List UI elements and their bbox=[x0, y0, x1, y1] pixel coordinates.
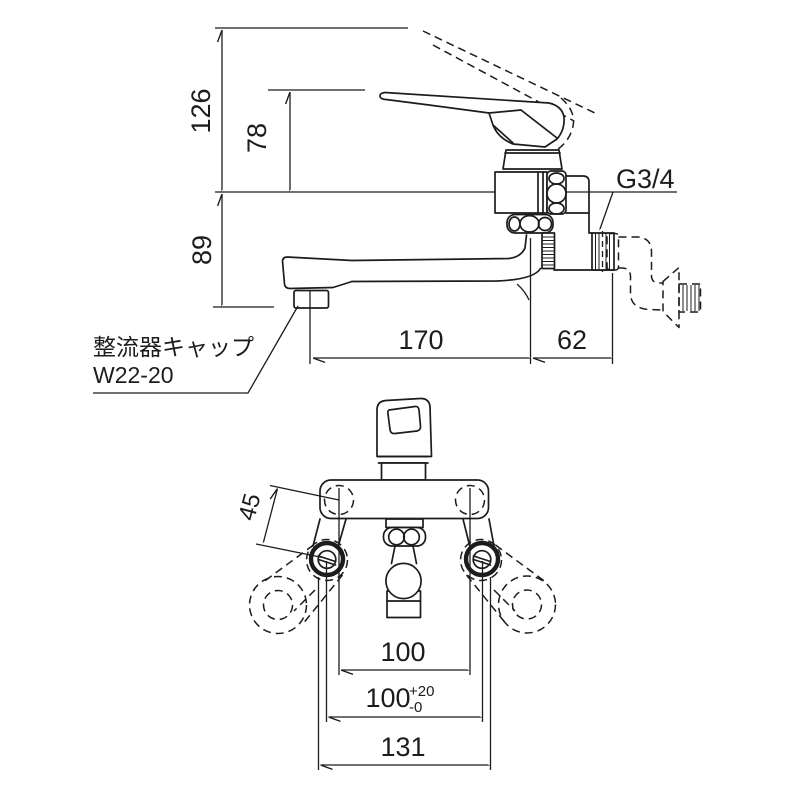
wall-elbow-ghost-inner bbox=[618, 267, 664, 311]
ext-line-45-upper bbox=[269, 484, 340, 501]
mount-hole-left-ghost bbox=[323, 484, 355, 516]
joint-ellipse-bottom bbox=[548, 202, 565, 215]
crank-pipe-ghost-right-tangents bbox=[465, 544, 548, 626]
dim-131-label: 131 bbox=[380, 732, 425, 762]
nut-circle-right bbox=[537, 216, 553, 232]
handle-neck-ring bbox=[377, 455, 429, 464]
wall-thread-ridges bbox=[595, 233, 610, 270]
ext-line-45-lower bbox=[255, 543, 326, 559]
crank-pipe-ghost-left-tangents bbox=[261, 544, 344, 626]
spout-nut-circle-right bbox=[402, 528, 421, 546]
lever-hub-crease bbox=[488, 109, 558, 139]
dim-170-label: 170 bbox=[398, 325, 443, 355]
pipe-bend-contour bbox=[516, 283, 530, 301]
dim-78-label: 78 bbox=[242, 123, 272, 153]
handle-base bbox=[380, 462, 427, 481]
dim-100-label: 100 bbox=[380, 637, 425, 667]
aerator-leader-line bbox=[93, 305, 299, 394]
thread-size-label: G3/4 bbox=[616, 164, 675, 194]
spout-ball-joint bbox=[385, 562, 422, 600]
knurl-texture bbox=[542, 236, 555, 266]
lever-hub-crease-2 bbox=[492, 124, 514, 144]
aerator-cap-model: W22-20 bbox=[93, 362, 174, 388]
cartridge-body bbox=[494, 171, 548, 214]
crank-pipe-ghost-left-inner bbox=[262, 589, 294, 621]
spout-pipe-bottom bbox=[351, 267, 542, 283]
wall-elbow-ghost-outer bbox=[618, 236, 663, 284]
handle-front-recess bbox=[387, 405, 422, 435]
spout-neck-front bbox=[390, 545, 418, 565]
mount-hole-right-ghost bbox=[454, 484, 486, 516]
dim-126-label: 126 bbox=[186, 88, 216, 133]
handle-front bbox=[376, 397, 433, 458]
lever-handle bbox=[379, 91, 565, 148]
aerator-cap-label: 整流器キャップ bbox=[93, 334, 254, 360]
wall-escutcheon-ghost bbox=[662, 266, 680, 329]
leg-left bbox=[312, 518, 347, 548]
thread-leader-line bbox=[600, 191, 614, 229]
lever-raised-ghost bbox=[422, 30, 598, 115]
front-view: 45 100 100 +20 -0 131 bbox=[234, 397, 557, 770]
aerator-cap bbox=[293, 289, 330, 309]
side-view: 126 78 89 G3/4 bbox=[93, 27, 702, 394]
leg-right bbox=[462, 518, 495, 548]
body-cap-ring bbox=[502, 149, 563, 170]
crank-pipe-ghost-left-outer bbox=[248, 575, 308, 635]
wall-union-ghost bbox=[606, 232, 620, 271]
spout-root bbox=[385, 518, 424, 529]
dim-89-label: 89 bbox=[187, 235, 217, 265]
lever-raised-hub-ghost bbox=[557, 97, 575, 150]
wall-stub-thread-hatch bbox=[682, 285, 700, 311]
cartridge-body-joint-lines bbox=[537, 171, 544, 214]
dim-100-tol-upper: +20 bbox=[409, 683, 434, 700]
spout-head bbox=[281, 256, 353, 290]
dim-45-label: 45 bbox=[234, 491, 267, 524]
spout-pipe-top bbox=[351, 234, 528, 262]
crank-pipe-ghost-right-inner bbox=[511, 589, 543, 620]
crank-pipe-ghost-right-outer bbox=[497, 575, 557, 634]
wall-bracket bbox=[565, 175, 593, 234]
dim-line-45 bbox=[264, 489, 279, 543]
wall-stub-ghost bbox=[678, 283, 702, 313]
dim-62-label: 62 bbox=[557, 325, 587, 355]
dim-100-tol-label: 100 bbox=[365, 683, 410, 713]
eccentric-ghost-ring-right bbox=[459, 538, 503, 582]
dim-100-tol-lower: -0 bbox=[409, 699, 422, 716]
